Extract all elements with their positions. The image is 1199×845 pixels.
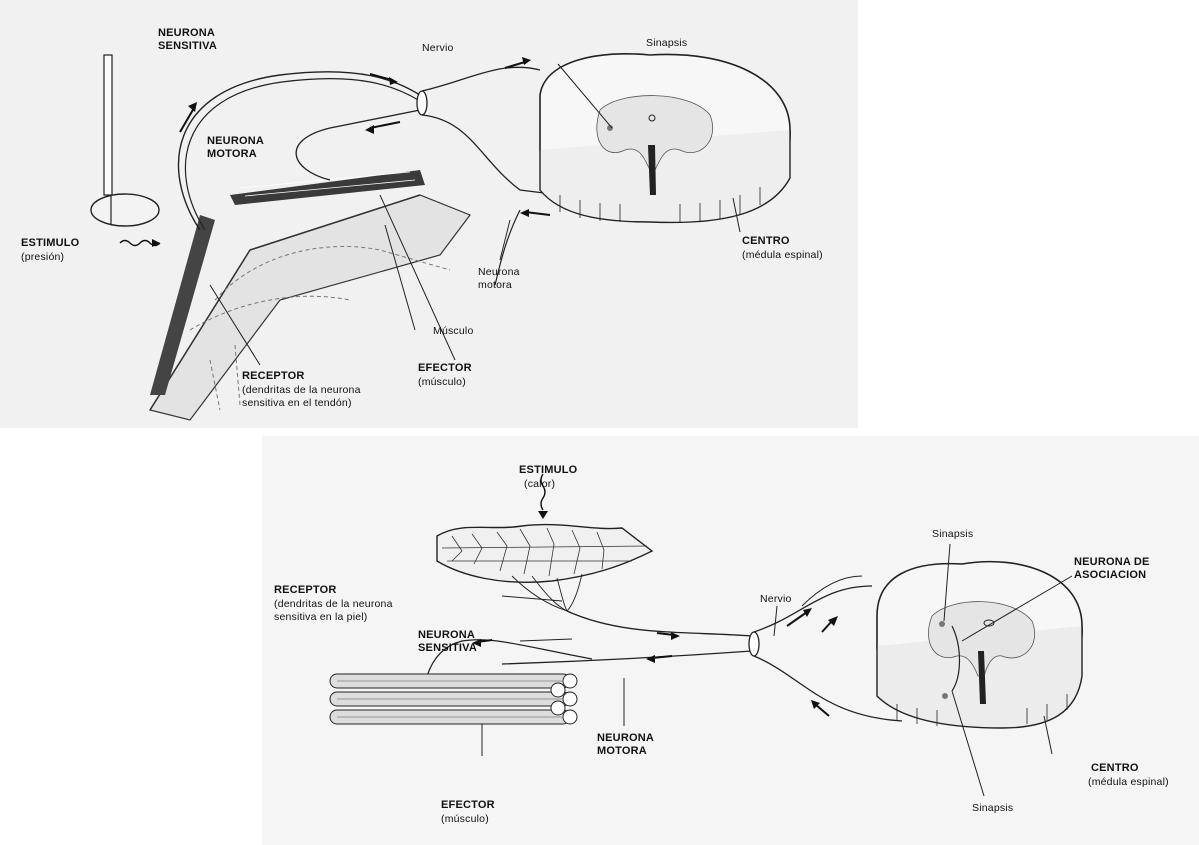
- label-nerve: Nervio: [422, 42, 454, 55]
- label-receptor-title: RECEPTOR: [242, 370, 305, 383]
- motor-neuron-path: [502, 651, 752, 664]
- motor-neuron-path: [296, 110, 420, 180]
- label-sensory-neuron: NEURONA SENSITIVA: [418, 629, 477, 655]
- label-receptor-sub: (dendritas de la neurona sensitiva en la…: [274, 598, 393, 624]
- reflex-hammer-head: [91, 194, 159, 226]
- label-center-sub: (médula espinal): [1088, 776, 1169, 789]
- label-stimulus-title: ESTIMULO: [519, 464, 577, 477]
- nerve-cut-end: [417, 91, 427, 115]
- label-effector-sub: (músculo): [441, 813, 489, 826]
- sensory-neuron-path: [567, 611, 752, 636]
- reflex-arc-diagram-pressure: NEURONA SENSITIVA Nervio Sinapsis NEURON…: [0, 0, 858, 428]
- label-stimulus-type: (presión): [21, 251, 64, 264]
- label-motor-neuron-lower: Neurona motora: [478, 266, 520, 292]
- label-stimulus-type: (calor): [524, 478, 555, 491]
- skin-tissue: [437, 525, 652, 583]
- label-stimulus-title: ESTIMULO: [21, 237, 79, 250]
- reflex-hammer-handle: [104, 55, 112, 195]
- label-center-sub: (médula espinal): [742, 249, 823, 262]
- reflex-arc-bottom-illustration: [262, 436, 1199, 845]
- reflex-arc-diagram-heat: ESTIMULO (calor) RECEPTOR (dendritas de …: [262, 436, 1199, 845]
- muscle-effector-fibers: [230, 170, 425, 205]
- label-synapse-top: Sinapsis: [932, 528, 973, 541]
- nerve-cut-end: [749, 632, 759, 656]
- label-nerve: Nervio: [760, 593, 792, 606]
- label-synapse-bottom: Sinapsis: [972, 802, 1013, 815]
- label-effector-sub: (músculo): [418, 376, 466, 389]
- label-receptor-sub: (dendritas de la neurona sensitiva en el…: [242, 384, 361, 410]
- label-center-title: CENTRO: [742, 235, 790, 248]
- label-center-title: CENTRO: [1091, 762, 1139, 775]
- label-association-neuron: NEURONA DE ASOCIACION: [1074, 556, 1150, 582]
- label-motor-neuron: NEURONA MOTORA: [597, 732, 654, 758]
- label-effector-title: EFECTOR: [418, 362, 472, 375]
- label-effector-title: EFECTOR: [441, 799, 495, 812]
- label-sensory-neuron: NEURONA SENSITIVA: [158, 27, 217, 53]
- label-motor-neuron-upper: NEURONA MOTORA: [207, 135, 264, 161]
- label-muscle: Músculo: [433, 325, 474, 338]
- label-receptor-title: RECEPTOR: [274, 584, 337, 597]
- label-synapse: Sinapsis: [646, 37, 687, 50]
